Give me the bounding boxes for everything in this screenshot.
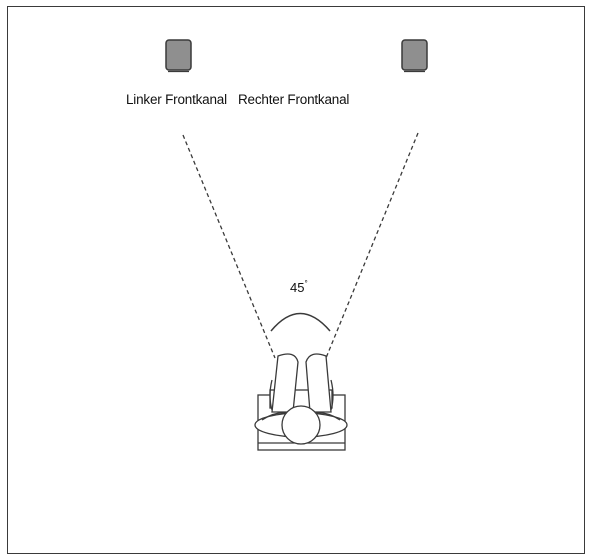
right-sight-line: [325, 132, 419, 359]
right-front-channel-label: Rechter Frontkanal: [238, 92, 350, 107]
left-sight-line: [182, 134, 276, 359]
diagram-frame: [7, 6, 585, 554]
left-speaker-icon: [165, 39, 192, 73]
left-front-channel-label: Linker Frontkanal: [126, 92, 227, 107]
angle-unit: °: [304, 279, 308, 288]
right-speaker-icon: [401, 39, 428, 73]
listener-in-chair-icon: [254, 353, 348, 451]
angle-label: 45°: [290, 279, 308, 295]
angle-value: 45: [290, 280, 305, 295]
angle-arc: [270, 312, 331, 332]
